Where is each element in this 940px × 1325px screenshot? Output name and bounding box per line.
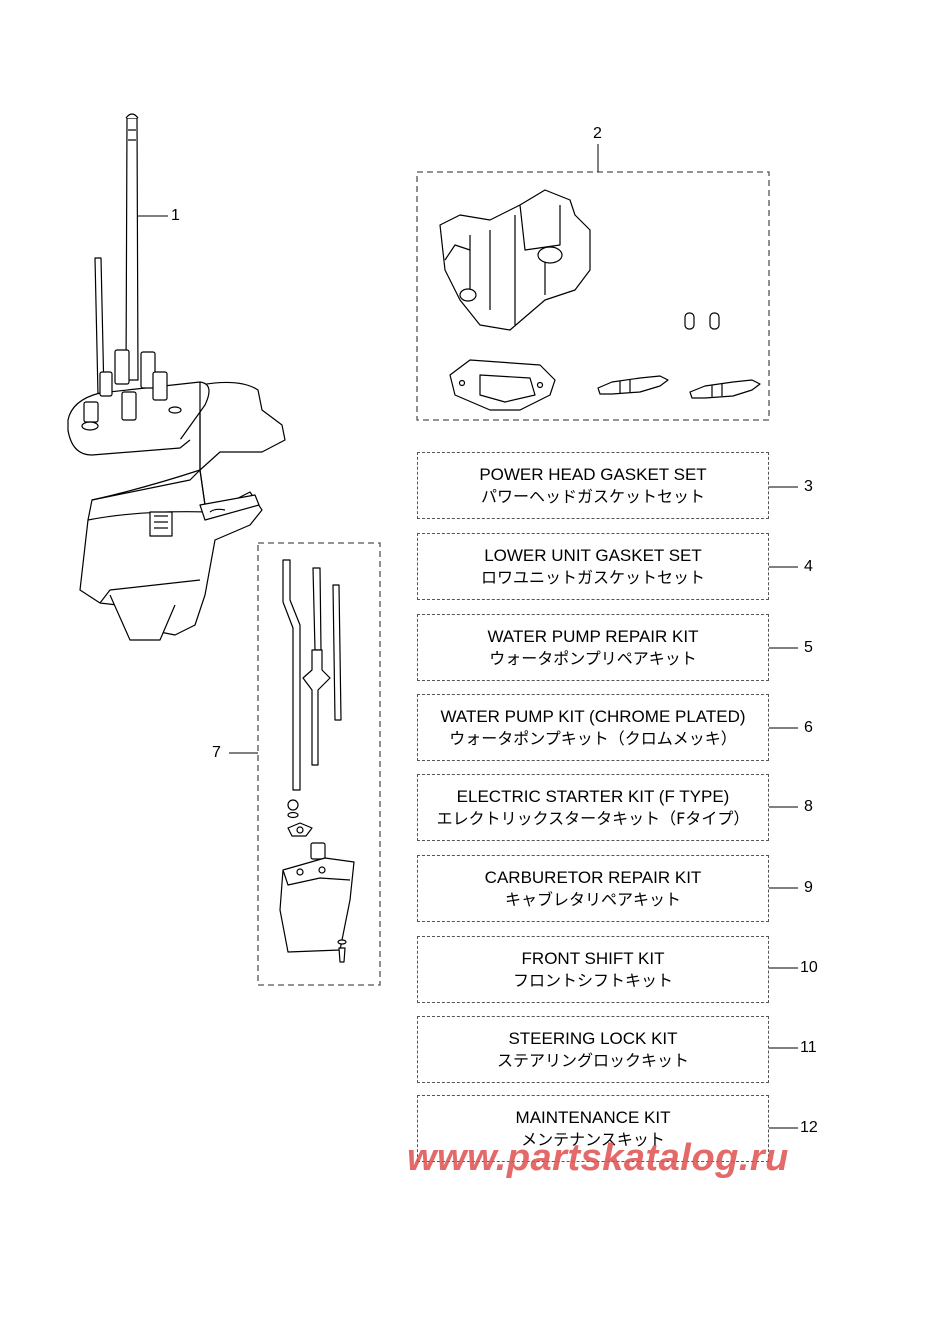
kit-label-en: WATER PUMP REPAIR KIT [487,626,699,646]
callout-12: 12 [800,1119,818,1136]
kit-label-ja: フロントシフトキット [512,970,673,990]
callout-7: 7 [212,744,221,761]
kit-label-en: CARBURETOR REPAIR KIT [484,867,702,887]
kit-label-ja: ステアリングロックキット [496,1050,689,1070]
kit-label-en: WATER PUMP KIT (CHROME PLATED) [440,706,746,726]
callout-8: 8 [804,798,813,815]
kit-label-en: STEERING LOCK KIT [508,1028,678,1048]
kit-label-ja: メンテナンスキット [521,1129,665,1149]
kit-label-en: LOWER UNIT GASKET SET [484,545,702,565]
callout-6: 6 [804,719,813,736]
callout-2: 2 [593,125,602,142]
kit-label-ja: ウォータポンプキット（クロムメッキ） [449,728,737,748]
kit-maintenance: MAINTENANCE KIT メンテナンスキット [417,1095,769,1162]
callout-4: 4 [804,558,813,575]
front-shift-kit-drawing [279,559,355,963]
kit-label-ja: エレクトリックスタータキット（Fタイプ） [436,808,750,828]
kit-label-en: MAINTENANCE KIT [515,1107,671,1127]
kit-steering-lock: STEERING LOCK KIT ステアリングロックキット [417,1016,769,1083]
callout-5: 5 [804,639,813,656]
kit-lower-unit-gasket-set: LOWER UNIT GASKET SET ロワユニットガスケットセット [417,533,769,600]
watermark: www.partskatalog.ru [407,1137,789,1179]
kit-label-ja: パワーヘッドガスケットセット [480,486,705,506]
kit-electric-starter: ELECTRIC STARTER KIT (F TYPE) エレクトリックスター… [417,774,769,841]
lower-unit-assembly-drawing [67,113,286,641]
kit-label-en: POWER HEAD GASKET SET [479,464,707,484]
kit-water-pump-repair: WATER PUMP REPAIR KIT ウォータポンプリペアキット [417,614,769,681]
kit-label-en: FRONT SHIFT KIT [521,948,665,968]
kit-front-shift: FRONT SHIFT KIT フロントシフトキット [417,936,769,1003]
power-head-drawing [439,189,761,411]
kit-label-ja: ウォータポンプリペアキット [489,648,697,668]
kit-carburetor-repair: CARBURETOR REPAIR KIT キャブレタリペアキット [417,855,769,922]
callout-9: 9 [804,879,813,896]
callout-11: 11 [800,1039,817,1056]
callout-3: 3 [804,478,813,495]
front-shift-detail-box [257,542,381,986]
kit-label-ja: ロワユニットガスケットセット [480,567,705,587]
kit-water-pump-chrome: WATER PUMP KIT (CHROME PLATED) ウォータポンプキッ… [417,694,769,761]
callout-1: 1 [171,207,180,224]
callout-10: 10 [800,959,818,976]
kit-power-head-gasket-set: POWER HEAD GASKET SET パワーヘッドガスケットセット [417,452,769,519]
kit-label-en: ELECTRIC STARTER KIT (F TYPE) [456,786,730,806]
kit-label-ja: キャブレタリペアキット [504,889,681,909]
power-head-kit-box [416,171,770,421]
